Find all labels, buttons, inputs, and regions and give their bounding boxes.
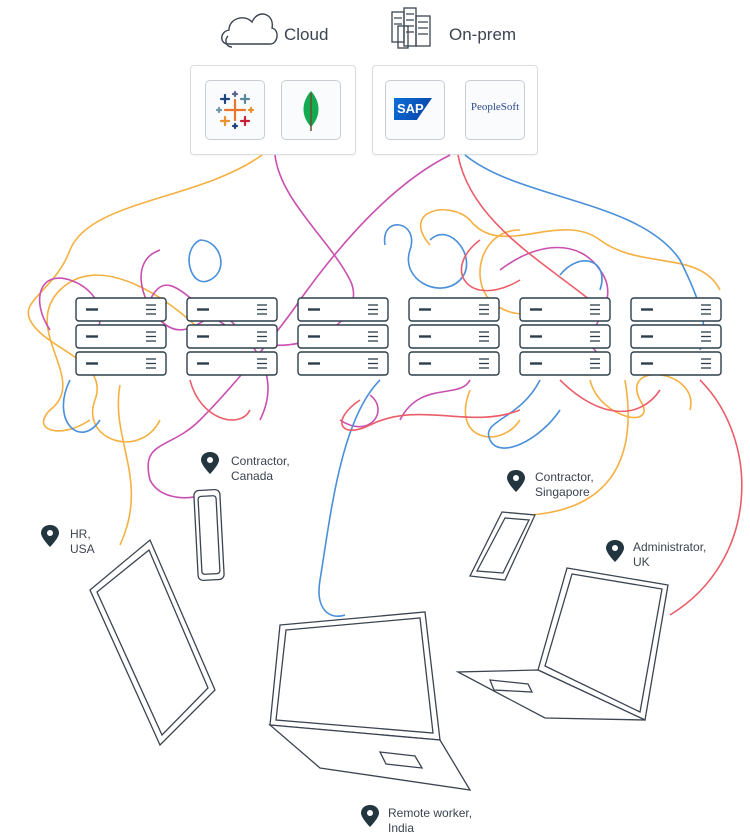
tableau-icon xyxy=(215,90,255,130)
server-unit xyxy=(630,324,722,349)
server-unit xyxy=(519,351,611,376)
server-unit xyxy=(630,297,722,322)
server-unit xyxy=(186,297,278,322)
server-unit xyxy=(297,351,389,376)
phone-device-canada[interactable] xyxy=(193,488,225,582)
location-pins xyxy=(41,452,624,827)
peoplesoft-logo: PeopleSoft xyxy=(470,101,520,113)
tableau-tile[interactable] xyxy=(205,80,265,140)
server-unit xyxy=(519,297,611,322)
server-unit xyxy=(297,324,389,349)
label-administrator-uk: Administrator,UK xyxy=(633,540,707,569)
server-unit xyxy=(519,324,611,349)
server-unit xyxy=(75,324,167,349)
label-hr-usa: HR,USA xyxy=(70,527,95,556)
sap-tile[interactable]: SAP xyxy=(385,80,445,140)
phone-device-singapore[interactable] xyxy=(469,511,536,581)
tablet-device[interactable] xyxy=(89,538,216,747)
server-unit xyxy=(297,297,389,322)
laptop-device-india[interactable] xyxy=(268,611,472,791)
server-racks xyxy=(75,297,722,376)
server-unit xyxy=(408,351,500,376)
server-unit xyxy=(75,297,167,322)
cloud-apps-box xyxy=(190,65,356,155)
server-unit xyxy=(408,324,500,349)
mongodb-leaf-icon xyxy=(303,91,319,131)
cloud-header: Cloud xyxy=(284,25,329,44)
cloud-icon xyxy=(221,13,278,48)
onprem-apps-box: SAP PeopleSoft xyxy=(372,65,538,155)
server-unit xyxy=(408,297,500,322)
server-unit xyxy=(630,351,722,376)
buildings-icon xyxy=(391,7,431,49)
mongodb-tile[interactable] xyxy=(281,80,341,140)
laptop-device-uk[interactable] xyxy=(455,567,669,721)
label-remote-worker-india: Remote worker,India xyxy=(388,806,473,835)
server-unit xyxy=(186,324,278,349)
server-unit xyxy=(75,351,167,376)
server-unit xyxy=(186,351,278,376)
peoplesoft-tile[interactable]: PeopleSoft xyxy=(465,80,525,140)
onprem-header: On-prem xyxy=(449,25,517,44)
label-contractor-canada: Contractor,Canada xyxy=(231,454,290,483)
label-contractor-singapore: Contractor,Singapore xyxy=(535,470,594,499)
connection-lines xyxy=(27,154,743,617)
